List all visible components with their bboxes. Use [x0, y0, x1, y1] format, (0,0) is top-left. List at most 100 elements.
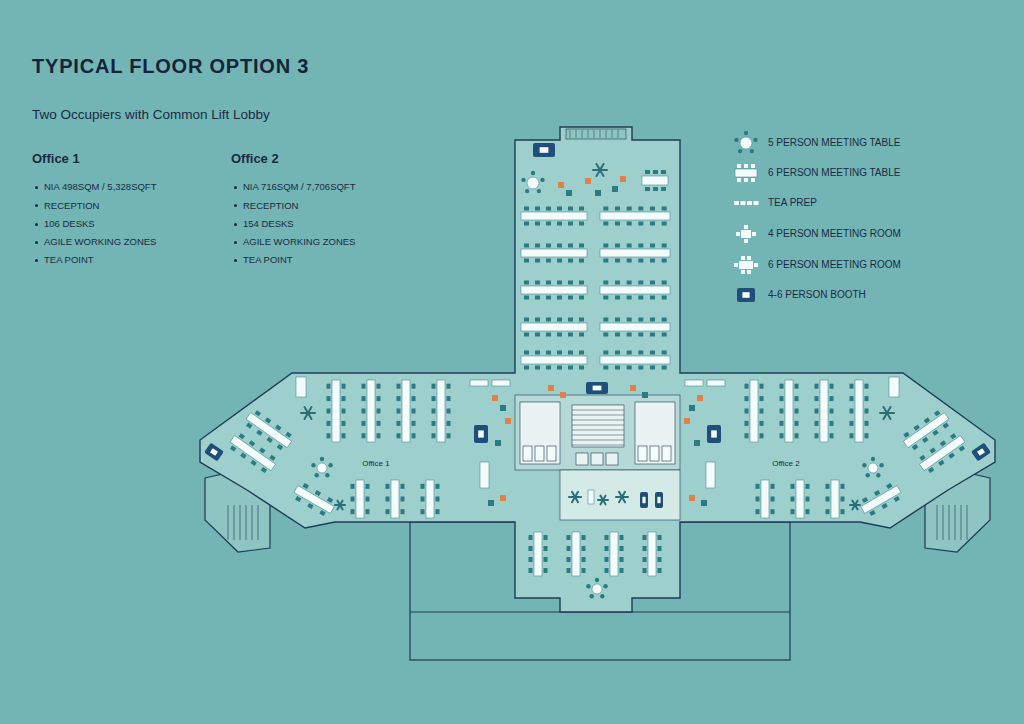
- reception-desk: [706, 462, 715, 488]
- lift: [591, 453, 603, 465]
- booth-table: [977, 448, 985, 456]
- chair: [586, 584, 590, 588]
- bullet-dot: [35, 241, 38, 244]
- chair: [377, 384, 381, 389]
- chair: [830, 384, 834, 389]
- chair: [615, 207, 620, 211]
- chair: [259, 447, 265, 453]
- chair: [876, 473, 880, 477]
- chair: [582, 535, 586, 540]
- chair: [568, 351, 573, 355]
- chair: [328, 463, 332, 467]
- chair: [590, 594, 594, 598]
- bullet-dot: [234, 241, 237, 244]
- west-wing: [204, 377, 511, 518]
- stair-tread: [570, 130, 571, 138]
- chair: [638, 318, 643, 322]
- page-title: TYPICAL FLOOR OPTION 3: [32, 54, 309, 78]
- chair: [886, 483, 892, 489]
- chair: [436, 484, 440, 489]
- chair: [830, 409, 834, 414]
- chair: [525, 189, 529, 193]
- chair: [377, 421, 381, 426]
- angled-desks: [858, 481, 904, 518]
- lounge-chair: [595, 190, 601, 196]
- chair: [653, 170, 658, 174]
- chair: [524, 318, 529, 322]
- chair: [366, 497, 370, 502]
- chair: [319, 510, 325, 516]
- chair: [579, 281, 584, 285]
- chair: [557, 296, 562, 300]
- chair: [327, 396, 331, 401]
- chair: [397, 433, 401, 438]
- stair-tread: [240, 505, 241, 540]
- chair: [603, 366, 608, 370]
- chair: [568, 259, 573, 263]
- chair: [579, 296, 584, 300]
- office-heading: Office 1: [32, 151, 80, 167]
- plant-leaf: [575, 492, 578, 497]
- chair: [546, 259, 551, 263]
- chair: [557, 259, 562, 263]
- chair: [529, 568, 533, 573]
- chair: [447, 421, 451, 426]
- chair: [760, 409, 764, 414]
- chair: [914, 425, 920, 431]
- chair: [239, 433, 245, 439]
- chair: [865, 384, 869, 389]
- chair: [615, 244, 620, 248]
- chair: [535, 318, 540, 322]
- desk-bench: [426, 480, 434, 518]
- chair: [841, 509, 845, 514]
- chair: [603, 222, 608, 226]
- stair-tread: [572, 445, 624, 446]
- chair: [662, 222, 667, 226]
- chair: [661, 187, 666, 191]
- booth-table: [478, 430, 484, 437]
- tea-prep: [741, 201, 746, 205]
- chair: [246, 422, 252, 428]
- reception-desk: [480, 462, 489, 488]
- chair: [815, 409, 819, 414]
- chair: [397, 409, 401, 414]
- round-table: [868, 463, 878, 473]
- chair: [753, 138, 757, 142]
- chair: [744, 239, 748, 243]
- chair: [948, 453, 954, 459]
- chair: [401, 509, 405, 514]
- chair: [568, 333, 573, 337]
- chair: [662, 207, 667, 211]
- chair: [275, 425, 281, 431]
- chair: [557, 366, 562, 370]
- chair: [240, 453, 246, 459]
- stair-tread: [572, 430, 624, 431]
- chair: [627, 296, 632, 300]
- chair: [568, 281, 573, 285]
- booth: [204, 442, 224, 461]
- chair: [826, 497, 830, 502]
- chair: [850, 384, 854, 389]
- chair: [535, 244, 540, 248]
- plant-leaf: [853, 501, 856, 505]
- core: [515, 395, 680, 520]
- chair: [447, 396, 451, 401]
- chair: [938, 460, 944, 466]
- stair-tread: [961, 505, 962, 540]
- chair: [397, 384, 401, 389]
- chair: [862, 497, 868, 503]
- tea-prep: [734, 201, 739, 205]
- chair: [841, 484, 845, 489]
- chair: [924, 417, 930, 423]
- desk-bench: [600, 249, 670, 257]
- desk-bench: [521, 249, 587, 257]
- chair: [557, 222, 562, 226]
- chair: [412, 421, 416, 426]
- chair: [627, 207, 632, 211]
- chair: [638, 366, 643, 370]
- chair: [662, 351, 667, 355]
- chair: [650, 333, 655, 337]
- spec-item: RECEPTION: [44, 200, 99, 211]
- chair: [662, 259, 667, 263]
- chair: [421, 484, 425, 489]
